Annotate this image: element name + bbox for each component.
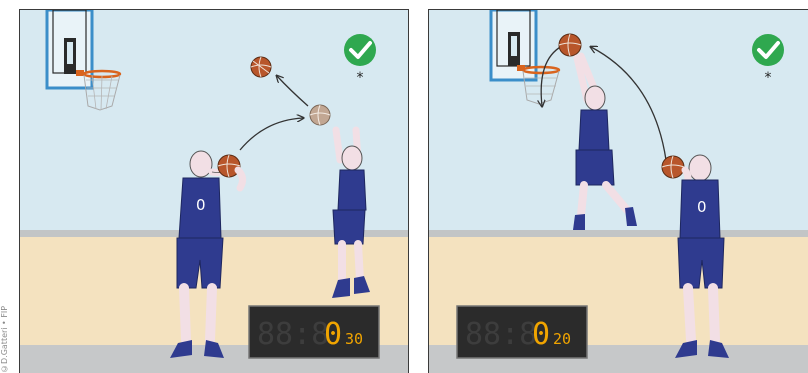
check-circle-icon xyxy=(752,34,784,66)
basketball-faded-icon xyxy=(310,105,330,125)
basketball-icon xyxy=(559,34,581,56)
scoreboard-seconds: 30 xyxy=(345,330,363,348)
right-panel: * 0 xyxy=(428,9,808,373)
scoreboard-seconds: 20 xyxy=(553,330,571,348)
left-panel: * 0 xyxy=(19,9,409,373)
jersey-number: 0 xyxy=(196,196,206,214)
scoreboard-dim-digits: 88:8 xyxy=(257,317,329,352)
photo-credit: ©D.Gatteri • FIP xyxy=(0,300,14,373)
asterisk-note: * xyxy=(357,70,364,86)
scoreboard-dim-digits: 88:8 xyxy=(465,317,537,352)
asterisk-note: * xyxy=(765,70,772,86)
right-scene: * 0 xyxy=(429,10,808,373)
check-circle-icon xyxy=(344,34,376,66)
scoreboard-lit-digit: 0 xyxy=(324,317,342,352)
left-scene: * 0 xyxy=(20,10,409,373)
wall-base-strip xyxy=(429,230,808,237)
basketball-icon xyxy=(251,57,271,77)
shot-clock-scoreboard: 88:8 0 20 xyxy=(457,306,587,358)
shot-clock-scoreboard: 88:8 0 30 xyxy=(249,306,379,358)
jersey-number: 0 xyxy=(697,198,707,216)
scoreboard-lit-digit: 0 xyxy=(532,317,550,352)
